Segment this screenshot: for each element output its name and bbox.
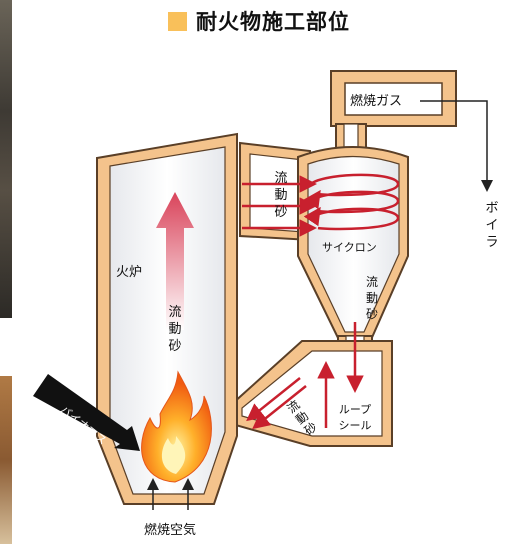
combustion-gas-label: 燃焼ガス (350, 93, 402, 109)
flame-icon (141, 370, 212, 483)
sand-cyclone-label: 流動砂 (366, 275, 378, 321)
sand-cyclone-char: 砂 (366, 307, 378, 321)
gas-outlet-inner (344, 82, 443, 116)
upflow-arrow-shape (156, 192, 194, 330)
loop-seal (231, 340, 393, 447)
furnace-label: 火炉 (116, 265, 142, 280)
boiler-label: ボイラ (485, 201, 498, 250)
combustion-air-arrows (147, 478, 194, 510)
title-square-icon (168, 11, 187, 31)
cyclone-label: サイクロン (322, 241, 377, 254)
sand-upper-char: 動 (274, 188, 287, 203)
title-text: 耐火物施工部位 (196, 10, 350, 34)
sand-furnace-char: 流 (168, 305, 181, 320)
cyclone-inner (307, 155, 400, 333)
loop-seal-label: ループ シール (339, 403, 372, 432)
sand-furnace-char: 砂 (168, 339, 181, 354)
background-photo-top (0, 0, 12, 318)
sand-cyclone-char: 動 (366, 291, 378, 305)
loop-seal-inner (241, 350, 383, 437)
spiral-loop-2 (311, 190, 400, 214)
gas-to-boiler-arrow (420, 100, 493, 192)
sand-cyclone-char: 流 (366, 275, 378, 289)
crossover-flow-arrows (242, 175, 317, 237)
furnace-upflow-arrow (156, 192, 194, 330)
cyclone (297, 146, 409, 343)
sand-upper-char: 砂 (274, 205, 287, 220)
background-photo-bottom (0, 376, 12, 544)
boiler-label-char: イ (485, 218, 498, 233)
loop-seal-label-line2: シール (339, 419, 372, 432)
combustion-air-label: 燃焼空気 (144, 522, 196, 538)
loop-seal-label-line1: ループ (339, 403, 371, 416)
boiler-label-char: ラ (485, 235, 498, 250)
spiral-loop-1 (311, 173, 400, 197)
sand-upper-label: 流動砂 (274, 171, 287, 220)
biomass-feed-arrow (33, 374, 140, 451)
sand-upper-char: 流 (274, 171, 287, 186)
boiler-label-char: ボ (485, 201, 498, 216)
diagram-title: 耐火物施工部位 (168, 6, 350, 36)
sand-furnace-char: 動 (168, 322, 181, 337)
gas-outlet-box (330, 70, 457, 127)
spiral-loop-3 (311, 207, 400, 231)
return-flow-arrow (246, 377, 307, 430)
sand-furnace-label: 流動砂 (168, 305, 181, 354)
